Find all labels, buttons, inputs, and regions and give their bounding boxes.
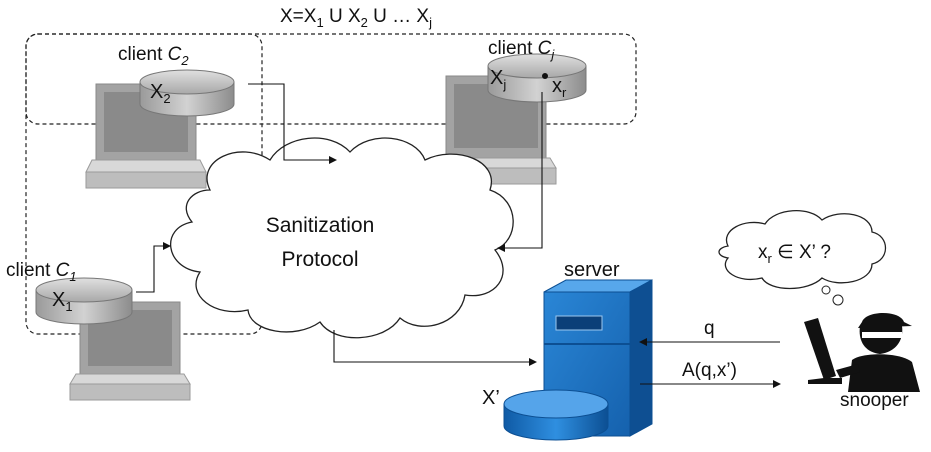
query-label: q	[704, 318, 715, 339]
snooper-icon	[804, 313, 920, 392]
database-icon	[487, 53, 587, 103]
database-icon	[503, 389, 609, 441]
cj-to-protocol-arrow	[497, 92, 543, 252]
union-label: X=X1 U X2 U … Xj	[280, 6, 432, 30]
protocol-label-line1: Sanitization	[266, 214, 375, 237]
client-c2-label: client C2	[118, 44, 189, 68]
record-dot	[542, 73, 548, 79]
client-cj-label: client Cj	[488, 38, 555, 62]
record-label: xr	[552, 75, 567, 100]
protocol-to-server-arrow	[333, 330, 537, 366]
database-icon	[35, 277, 133, 325]
clients-group-box	[25, 33, 637, 125]
sanitization-cloud-icon	[169, 137, 514, 339]
sanitized-db-label: X’	[482, 387, 500, 409]
snooper-label: snooper	[840, 390, 909, 411]
client-c1-data-label: X1	[52, 289, 73, 314]
c1-to-protocol-arrow	[136, 242, 171, 293]
client-c1-label: client C1	[6, 260, 77, 284]
client-cj-data-label: Xj	[490, 67, 506, 92]
database-icon	[139, 69, 235, 117]
c2-to-protocol-arrow	[248, 83, 337, 164]
client-c2-data-label: X2	[150, 81, 171, 106]
thought-bubble-icon	[718, 209, 887, 306]
server-label: server	[564, 259, 620, 281]
protocol-label-line2: Protocol	[281, 248, 358, 271]
answer-label: A(q,x’)	[682, 360, 737, 381]
thought-label: xr ∈ X’ ?	[758, 242, 831, 266]
